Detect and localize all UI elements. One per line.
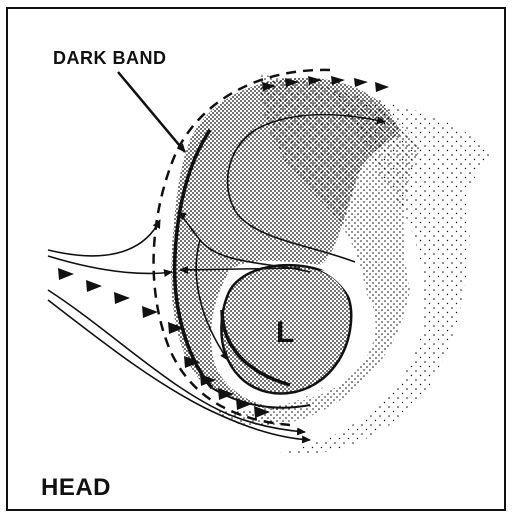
dark-band-label: DARK BAND (53, 48, 167, 69)
streamline-inflow-1 (48, 220, 160, 256)
low-pressure-label: L (276, 316, 295, 350)
dark-band-pointer-arrow (118, 72, 185, 152)
figure-caption-head: HEAD (41, 474, 111, 502)
